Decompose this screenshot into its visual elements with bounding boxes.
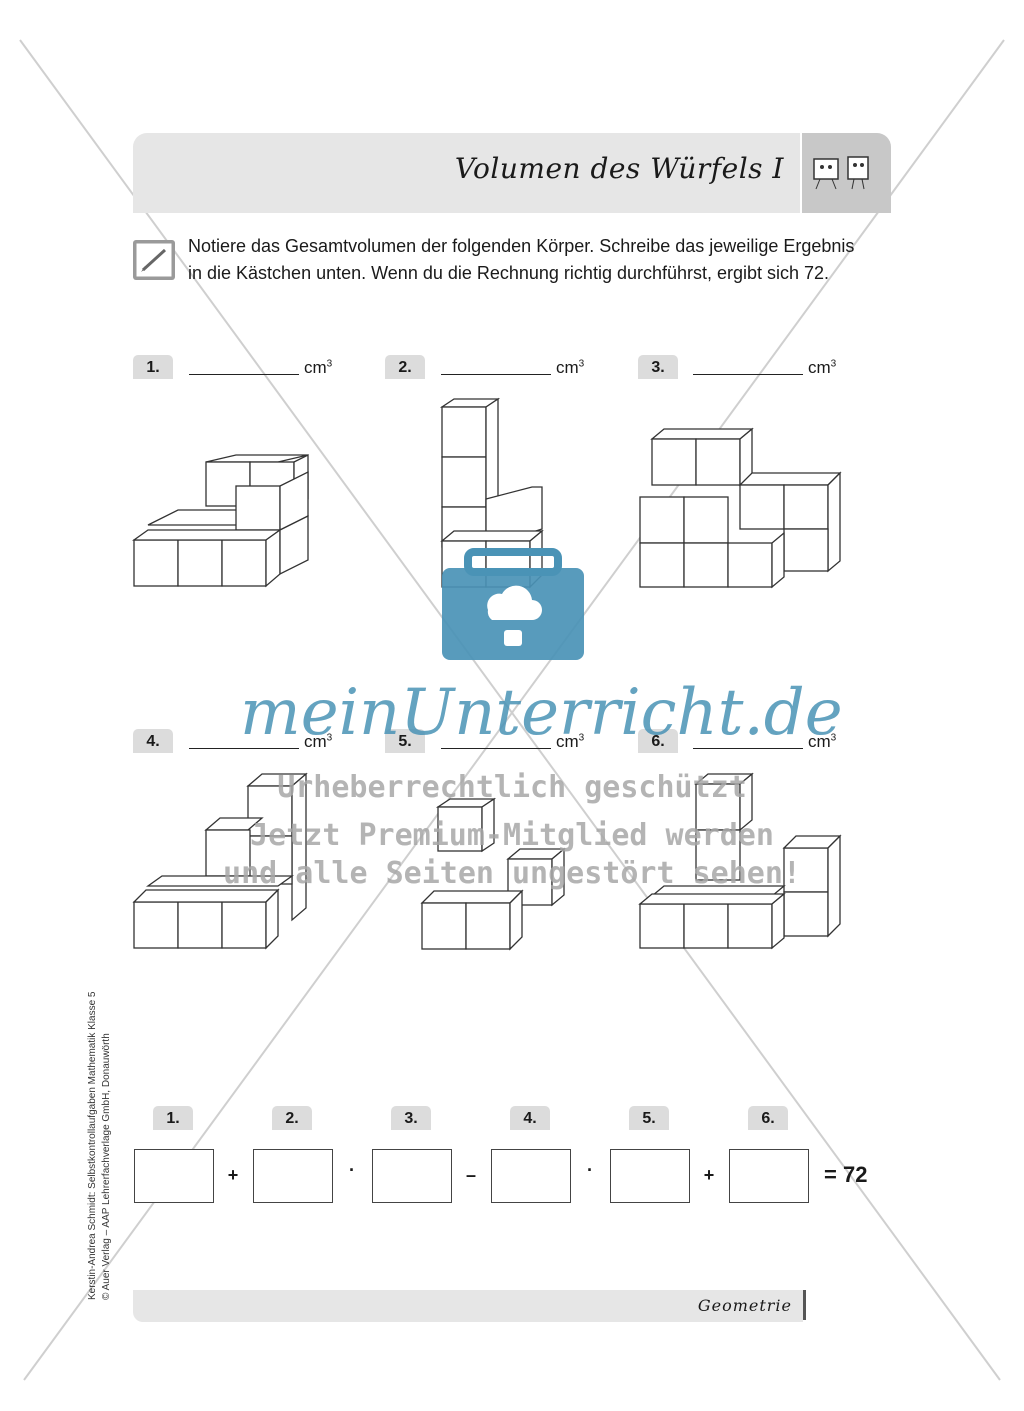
figure-4-label: 4. [133,729,173,753]
copyright-sidebar: Kerstin-Andrea Schmidt: Selbstkontrollau… [86,992,114,1301]
figure-6-unit: cm3 [808,732,837,751]
equation-box-1[interactable] [134,1149,214,1203]
equation-box-4[interactable] [491,1149,571,1203]
equation-label-3: 3. [391,1106,431,1130]
figure-5-label: 5. [385,729,425,753]
figure-4-unit: cm3 [304,732,333,751]
equation-result: = 72 [824,1162,868,1187]
copyright-line-1: Kerstin-Andrea Schmidt: Selbstkontrollau… [87,991,98,1301]
figure-1-label: 1. [133,355,173,379]
figure-6-label: 6. [638,729,678,753]
figure-5-cubes [420,797,566,951]
watermark-brand: meinUnterricht.de [240,676,843,750]
figure-5-answer-line[interactable] [441,748,551,749]
briefcase-cloud-icon [442,548,584,660]
figure-3-cubes [639,427,842,589]
figure-6-answer-line[interactable] [693,748,803,749]
figure-4-cubes [132,772,308,950]
header-bar [133,133,800,213]
equation-box-2[interactable] [253,1149,333,1203]
equation-operator-3: – [465,1165,476,1185]
copyright-line-2: © Auer Verlag – AAP Lehrerfachverlage Gm… [101,1033,112,1300]
figure-2-label: 2. [385,355,425,379]
watermark-premium: Jetzt Premium-Mitglied werden [250,818,774,853]
equation-label-2: 2. [272,1106,312,1130]
figure-6-cubes [638,772,842,950]
task-instruction: Notiere das Gesamtvolumen der folgenden … [188,236,855,283]
equation-operator-1: + [227,1165,239,1185]
figure-1-answer-line[interactable] [189,374,299,375]
figure-5-unit: cm3 [556,732,585,751]
equation-box-5[interactable] [610,1149,690,1203]
equation-label-5: 5. [629,1106,669,1130]
footer-subject: Geometrie [697,1296,792,1315]
equation-operator-2: · [349,1160,355,1180]
figure-3-answer-line[interactable] [693,374,803,375]
figure-2-unit: cm3 [556,358,585,377]
figure-1-cubes [131,453,309,588]
figure-3-unit: cm3 [808,358,837,377]
cube-mascot-icon [802,133,891,213]
equation-box-6[interactable] [729,1149,809,1203]
equation-operator-5: + [703,1165,715,1185]
footer-divider [803,1290,806,1320]
equation-label-4: 4. [510,1106,550,1130]
figure-2-answer-line[interactable] [441,374,551,375]
equation-box-3[interactable] [372,1149,452,1203]
equation-label-1: 1. [153,1106,193,1130]
figure-4-answer-line[interactable] [189,748,299,749]
watermark-copyright: Urheberrechtlich geschützt [277,770,747,805]
pencil-icon [133,240,175,280]
footer-bar [133,1290,803,1322]
equation-operator-4: · [587,1160,593,1180]
figure-3-label: 3. [638,355,678,379]
watermark-unlock: und alle Seiten ungestört sehen! [223,856,801,891]
figure-1-unit: cm3 [304,358,333,377]
page-title: Volumen des Würfels I [454,152,784,185]
equation-label-6: 6. [748,1106,788,1130]
